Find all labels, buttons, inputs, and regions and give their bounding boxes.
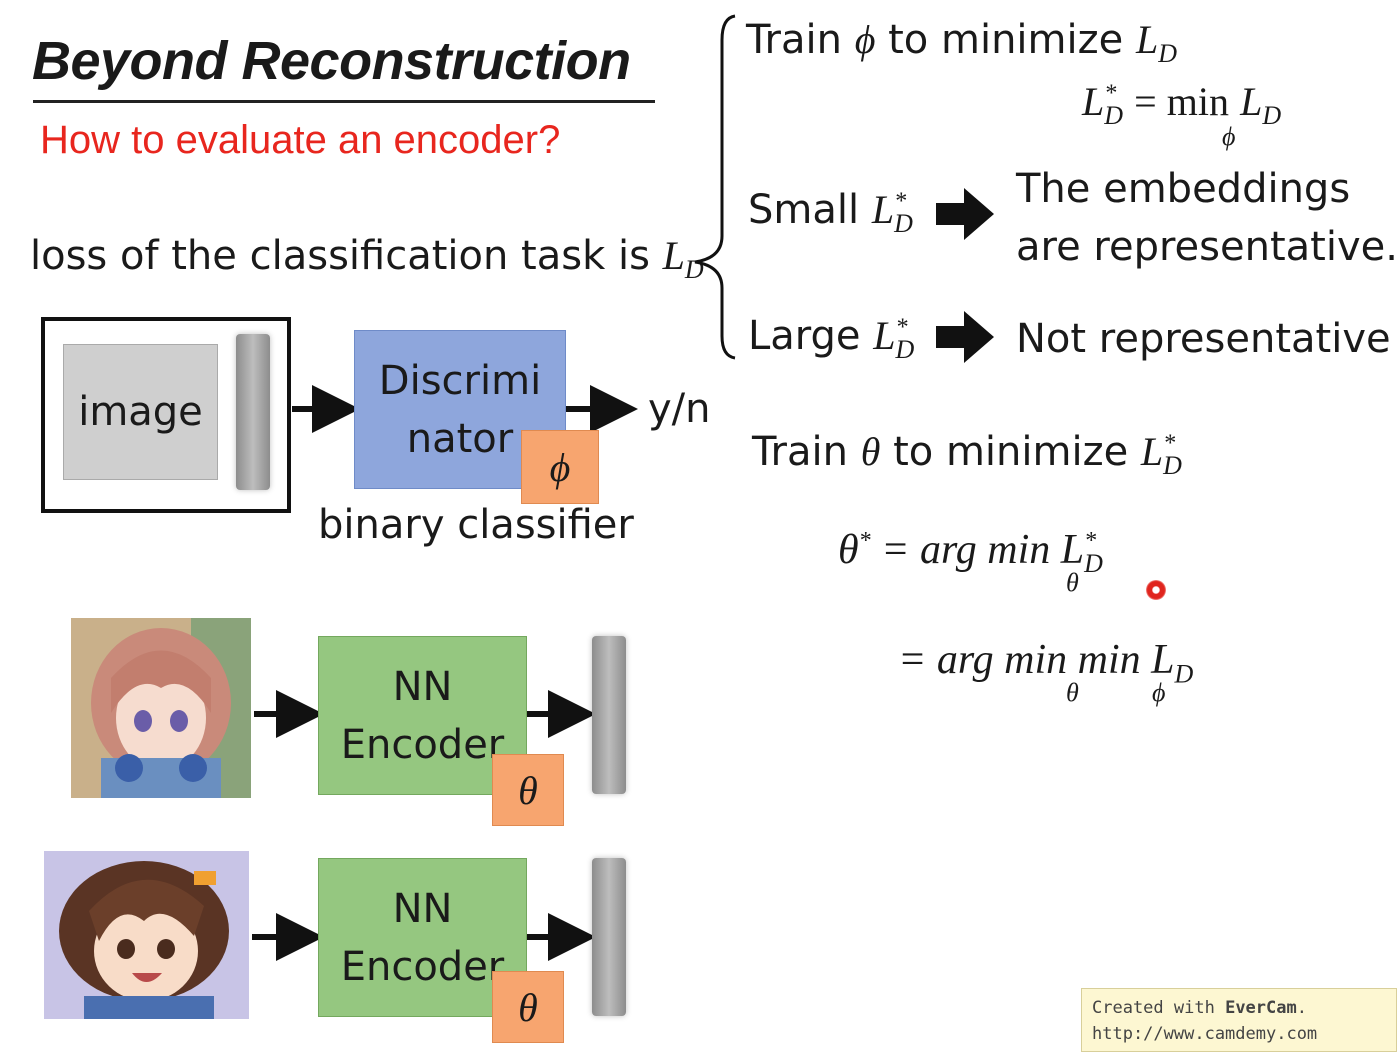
embedding-vector-image [236,334,270,490]
discriminator-label-line2: nator [406,415,514,462]
character-portrait-1-icon [71,618,251,798]
image-frame [41,317,291,513]
loss-statement: loss of the classification task is LD [30,232,704,285]
large-loss-label: Large L*D [748,313,915,364]
evercam-watermark: Created with EverCam. http://www.camdemy… [1081,988,1397,1052]
slide-subtitle: How to evaluate an encoder? [40,118,561,162]
title-underline [33,100,655,103]
min-min-equation: = arg min min LD [898,637,1194,689]
character-image-1 [71,618,251,798]
block-arrow-large [936,311,994,363]
small-loss-result-line1: The embeddings [1016,166,1351,212]
eq2-min-phi-subscript: ϕ [1152,678,1166,707]
small-loss-label: Small L*D [748,187,913,238]
encoder-1-label-line1: NN [392,663,453,710]
image-placeholder: image [63,344,218,480]
train-theta-statement: Train θ to minimize L*D [752,429,1182,480]
eq1-min-theta-subscript: θ [1066,568,1079,597]
discriminator-label-line1: Discrimi [378,357,542,404]
train-phi-statement: Train ϕ to minimize LD [746,17,1177,68]
discriminator-param-phi: ϕ [521,430,599,504]
eq2-min-theta-subscript: θ [1066,678,1079,707]
output-label: y/n [648,386,711,432]
min-phi-equation: L*D = min LD [1082,79,1282,130]
watermark-url: http://www.camdemy.com [1092,1024,1318,1044]
character-image-2 [44,851,249,1019]
slide-title: Beyond Reconstruction [32,31,631,91]
min-phi-subscript: ϕ [1222,122,1236,151]
binary-classifier-caption: binary classifier [318,502,634,548]
large-loss-result: Not representative [1016,316,1391,362]
encoder-1-label-line2: Encoder [340,721,505,768]
encoder-2-param-theta: θ [492,971,564,1043]
character-portrait-2-icon [44,851,249,1019]
encoder-2-label-line2: Encoder [340,943,505,990]
embedding-vector-1 [592,636,626,794]
loss-statement-text: loss of the classification task is [30,233,650,279]
encoder-1-param-theta: θ [492,754,564,826]
encoder-2-label-line1: NN [392,885,453,932]
theta-star-equation: θ* = arg min L*D [838,527,1103,579]
curly-brace [694,14,736,360]
watermark-line1: Created with EverCam. [1092,998,1307,1018]
small-loss-result-line2: are representative. [1016,224,1398,270]
embedding-vector-2 [592,858,626,1016]
laser-pointer-dot [1146,580,1166,600]
block-arrow-small [936,188,994,240]
